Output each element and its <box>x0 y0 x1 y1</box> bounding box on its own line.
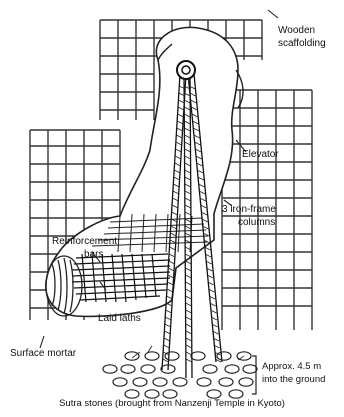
label-depth-2: into the ground <box>262 374 325 385</box>
sutra-stone <box>113 378 127 386</box>
label-reinforcement-1: Reinforcement <box>52 236 117 247</box>
column-tie <box>164 338 170 341</box>
column-tie <box>186 296 192 299</box>
column-tie <box>164 331 170 334</box>
sutra-stone <box>243 365 257 373</box>
column-tie <box>185 282 191 285</box>
sutra-stone <box>219 378 233 386</box>
column-tie <box>164 345 170 348</box>
label-elevator: Elevator <box>242 149 279 160</box>
label-iron-frame-1: 3 iron-frame <box>222 204 276 215</box>
label-surface-mortar: Surface mortar <box>10 348 77 359</box>
sutra-stone <box>141 365 155 373</box>
column-tie <box>185 275 191 278</box>
sutra-stone <box>125 390 139 398</box>
sutra-stone <box>165 352 179 360</box>
sutra-stone <box>197 378 211 386</box>
label-reinforcement-2: bars <box>84 249 103 260</box>
column-tie <box>186 331 192 334</box>
sutra-stone <box>163 390 177 398</box>
sutra-stone <box>145 390 159 398</box>
sutra-stone <box>225 365 239 373</box>
label-wooden-scaffolding-1: Wooden <box>278 25 315 36</box>
elevator-pulley <box>177 61 195 79</box>
sutra-stone <box>153 378 167 386</box>
sutra-stone <box>103 365 117 373</box>
label-laid-laths: Laid laths <box>98 313 141 324</box>
label-sutra-caption: Sutra stones (brought from Nanzenji Temp… <box>59 398 285 409</box>
sutra-stone <box>217 352 231 360</box>
column-tie <box>186 324 192 327</box>
column-tie <box>186 310 192 313</box>
column-tie <box>185 268 191 271</box>
sutra-stone <box>191 352 205 360</box>
label-wooden-scaffolding-2: scaffolding <box>278 38 326 49</box>
column-tie <box>186 359 192 362</box>
label-iron-frame-2: columns <box>238 217 275 228</box>
sutra-stone <box>121 365 135 373</box>
sutra-stone <box>229 390 243 398</box>
column-tie <box>166 310 172 313</box>
column-tie <box>185 289 191 292</box>
sutra-stone <box>173 378 187 386</box>
sutra-stone <box>145 352 159 360</box>
column-tie <box>186 338 192 341</box>
label-depth-1: Approx. 4.5 m <box>262 361 321 372</box>
sutra-stone <box>207 390 221 398</box>
sutra-stone <box>239 378 253 386</box>
sutra-stone <box>203 365 217 373</box>
depth-bracket <box>252 356 256 394</box>
column-tie <box>165 317 171 320</box>
sutra-stone <box>125 352 139 360</box>
column-tie <box>165 324 171 327</box>
column-tie <box>186 345 192 348</box>
column-tie <box>185 261 191 264</box>
sutra-stone <box>133 378 147 386</box>
column-tie <box>186 317 192 320</box>
column-tie <box>186 303 192 306</box>
sutra-stones <box>103 352 257 398</box>
